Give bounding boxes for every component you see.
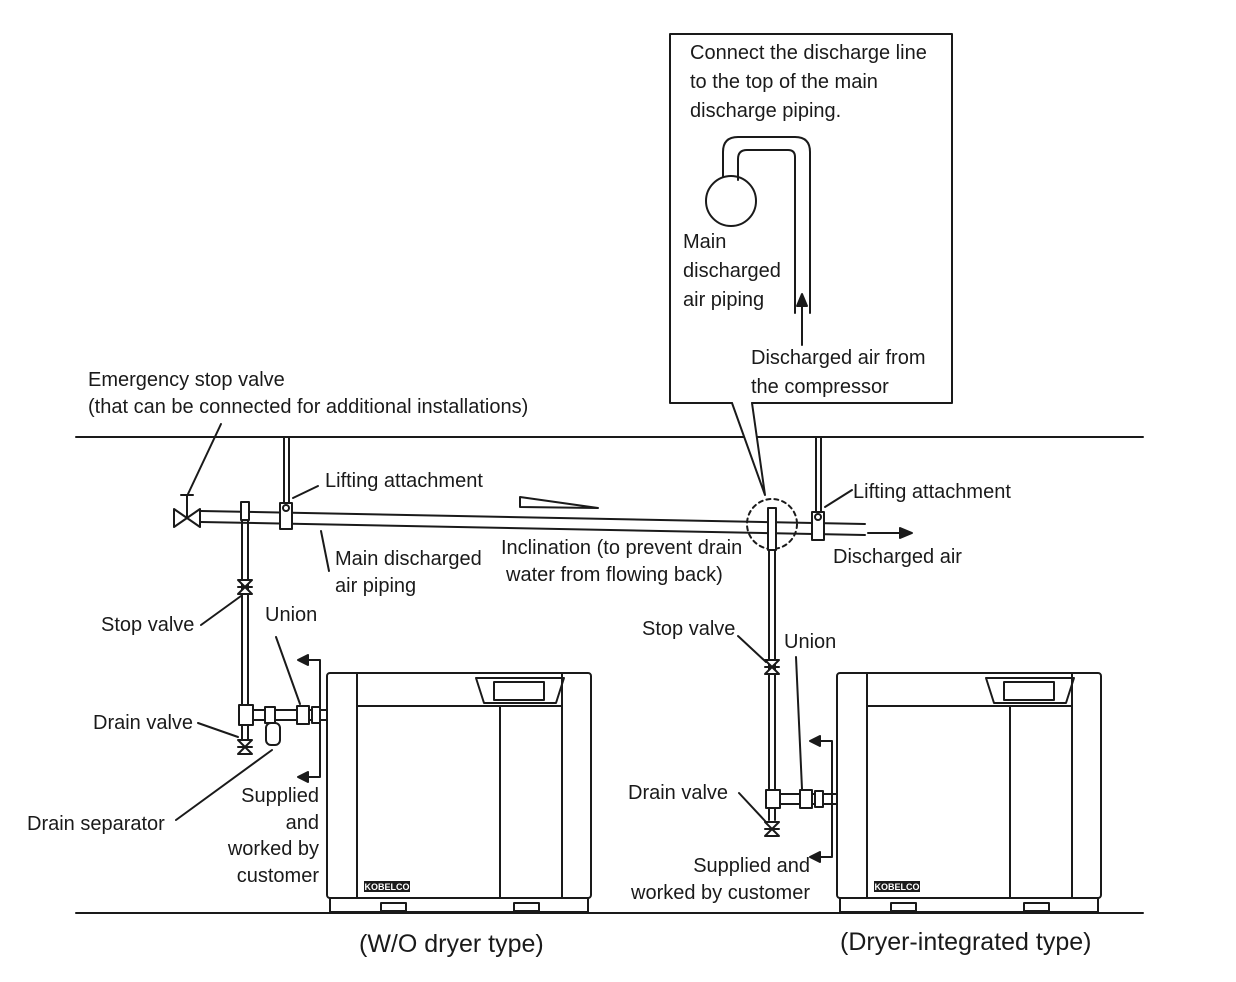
emergency-stop-valve-label: Emergency stop valve(that can be connect… <box>88 369 529 418</box>
svg-text:KOBELCO: KOBELCO <box>365 882 410 892</box>
union-left-label: Union <box>265 604 318 626</box>
main-discharge-piping <box>200 510 866 536</box>
caption-right: (Dryer-integrated type) <box>840 928 1092 956</box>
lifting-attachment-right-label: Lifting attachment <box>853 481 1011 503</box>
union-right <box>799 789 813 809</box>
stop-valve-left-label: Stop valve <box>101 614 195 636</box>
brand-logo-right: KOBELCO <box>874 881 920 892</box>
control-panel-right <box>1003 681 1055 701</box>
tee-left <box>238 704 254 726</box>
leader-emergency-stop <box>187 423 222 495</box>
brand-logo-left: KOBELCO <box>364 881 410 892</box>
discharged-air-label: Discharged air <box>833 546 962 568</box>
stop-valve-right-label: Stop valve <box>642 618 736 640</box>
drain-valve-right-label: Drain valve <box>628 782 729 804</box>
drain-valve-left-label: Drain valve <box>93 712 194 734</box>
svg-text:KOBELCO: KOBELCO <box>875 882 920 892</box>
emergency-stop-valve <box>173 423 222 528</box>
drain-separator-label: Drain separator <box>27 813 165 835</box>
main-pipe-cross-section <box>705 175 757 227</box>
drain-separator <box>265 722 281 746</box>
right-drop-line <box>737 507 837 863</box>
tee-right <box>765 789 781 809</box>
inclination-wedge <box>519 496 599 509</box>
caption-left: (W/O dryer type) <box>359 930 544 958</box>
union-right-label: Union <box>784 631 837 653</box>
control-panel-left <box>493 681 545 701</box>
lifting-attachment-left-label: Lifting attachment <box>325 470 483 492</box>
callout-box <box>669 33 953 496</box>
lifting-attachment-left <box>279 436 319 530</box>
union-left <box>296 705 310 725</box>
compressor-unit-right <box>836 672 1102 913</box>
lifting-attachment-right <box>811 436 853 541</box>
riser-pipe-bend <box>722 136 811 314</box>
left-drop-line <box>175 501 330 821</box>
compressor-unit-left <box>326 672 592 913</box>
